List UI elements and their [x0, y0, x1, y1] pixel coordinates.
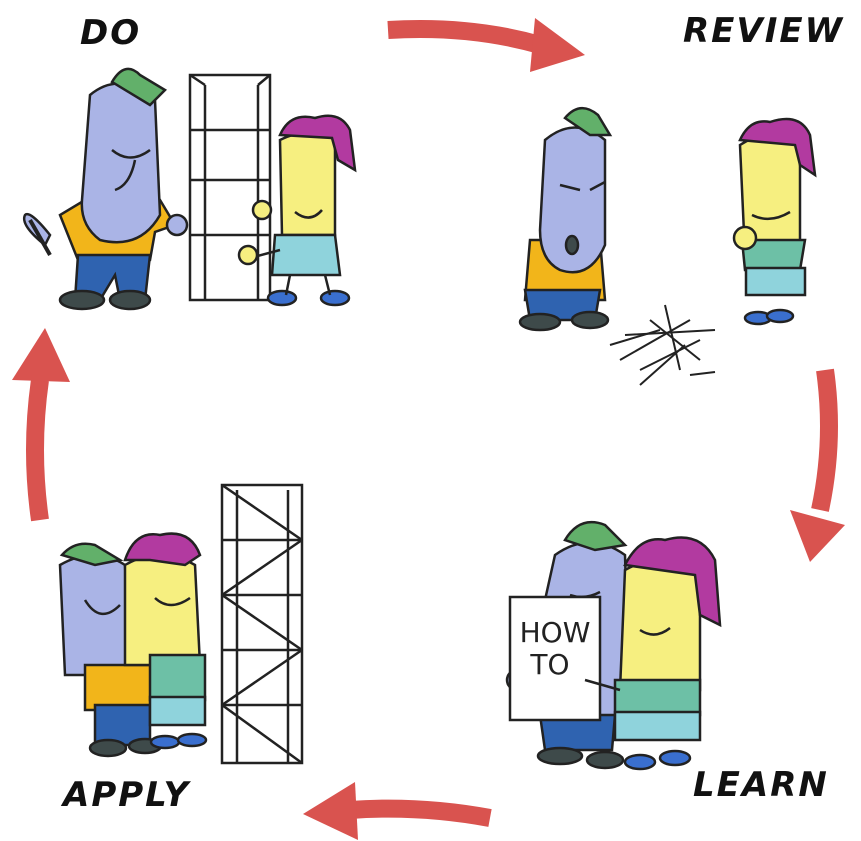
arrow-apply-to-do: [26, 378, 49, 522]
learn-scene: HOW TO: [505, 520, 722, 771]
do-man: [22, 67, 189, 311]
review-woman: [732, 117, 817, 326]
arrow-do-to-review: [387, 20, 543, 54]
review-man: [518, 107, 613, 332]
apply-woman: [123, 532, 208, 750]
how-to-sign: HOW TO: [508, 595, 602, 722]
stage-label-learn: LEARN: [693, 765, 829, 805]
sign-text-line2: TO: [529, 648, 569, 681]
apply-man: [58, 542, 163, 758]
stage-label-apply: APPLY: [63, 775, 191, 815]
collapsed-tower-sticks: [609, 304, 716, 386]
review-scene: [518, 107, 817, 386]
arrow-review-to-learn: [811, 368, 838, 512]
arrow-head-do: [12, 328, 70, 382]
do-woman: [237, 114, 357, 307]
arrow-head-review: [530, 18, 585, 72]
arrow-head-apply: [303, 782, 358, 840]
apply-tower: [220, 483, 304, 765]
cycle-arrows: [12, 18, 845, 840]
do-scene: [22, 67, 357, 311]
stage-label-do: DO: [80, 13, 142, 53]
sign-text-line1: HOW: [520, 616, 591, 649]
arrow-head-learn: [790, 510, 845, 562]
stage-label-review: REVIEW: [683, 11, 845, 51]
learn-woman: [584, 536, 722, 771]
do-tower: [188, 73, 272, 302]
arrow-learn-to-apply: [349, 799, 492, 827]
apply-scene: [58, 483, 304, 765]
